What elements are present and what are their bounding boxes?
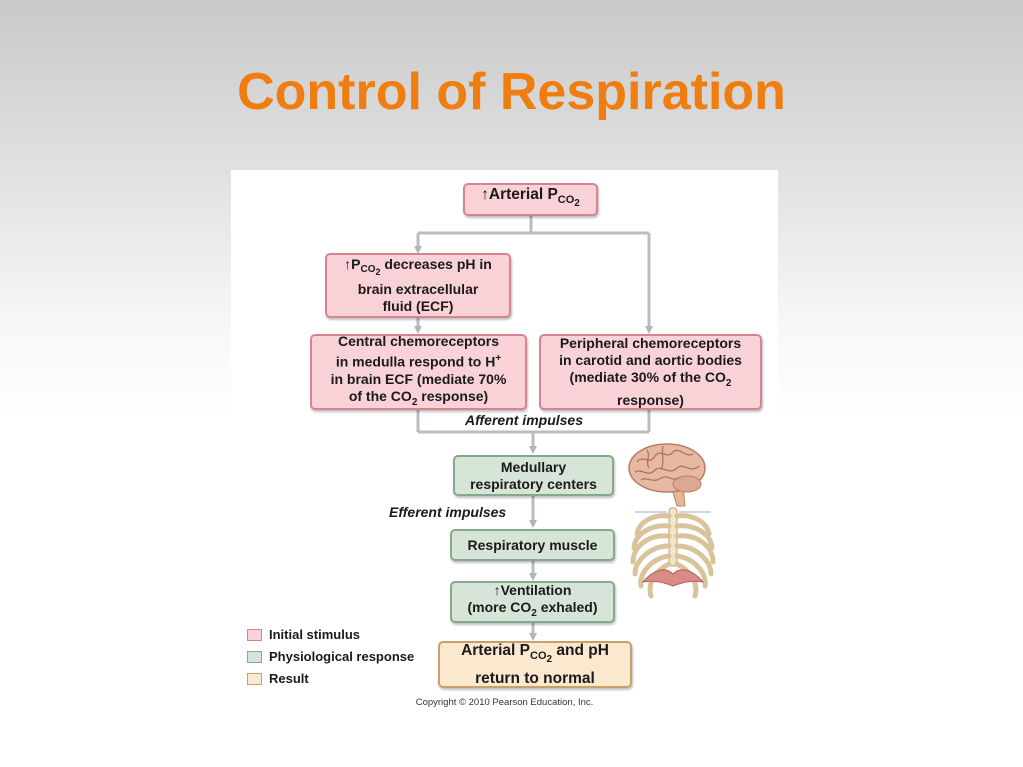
diagram-panel: ↑Arterial PCO2 ↑PCO2 decreases pH in bra…	[231, 170, 778, 715]
peripheral-chemoreceptors-box: Peripheral chemoreceptors in carotid and…	[539, 334, 762, 410]
legend-result: Result	[247, 671, 309, 686]
medullary-respiratory-centers-box: Medullary respiratory centers	[453, 455, 614, 496]
arterial-pco2-text: ↑Arterial PCO2	[481, 186, 580, 210]
legend-initial-stimulus: Initial stimulus	[247, 627, 360, 642]
ribcage-illustration	[630, 507, 716, 599]
brain-illustration	[628, 443, 706, 507]
pco2-decreases-ph-box: ↑PCO2 decreases pH in brain extracellula…	[325, 253, 511, 318]
slide-title: Control of Respiration	[237, 63, 786, 121]
afferent-impulses-label: Afferent impulses	[465, 412, 583, 428]
legend-physiological-response: Physiological response	[247, 649, 414, 664]
legend-swatch-pink	[247, 628, 262, 641]
connector-lines	[414, 216, 653, 641]
central-chemoreceptors-box: Central chemoreceptors in medulla respon…	[310, 333, 527, 410]
arterial-pco2-increase-box: ↑Arterial PCO2	[463, 183, 598, 216]
efferent-impulses-label: Efferent impulses	[389, 504, 507, 520]
legend-swatch-tan	[247, 672, 262, 685]
result-box: Arterial PCO2 and pH return to normal	[438, 641, 632, 688]
legend-swatch-green	[247, 650, 262, 663]
respiratory-muscle-box: Respiratory muscle	[450, 529, 615, 561]
ventilation-box: ↑Ventilation (more CO2 exhaled)	[450, 581, 615, 623]
copyright-text: Copyright © 2010 Pearson Education, Inc.	[415, 697, 594, 708]
